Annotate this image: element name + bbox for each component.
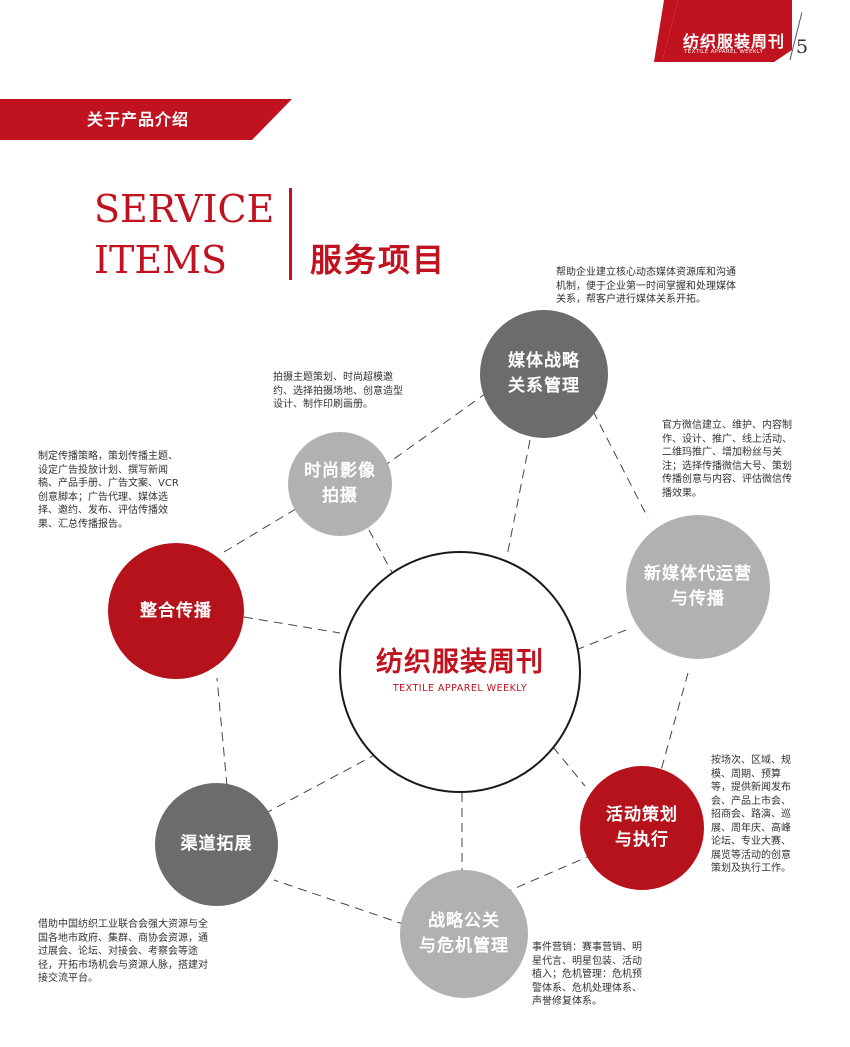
- service-description-fashion-shoot: 拍摄主题策划、时尚超模邀 约、选择拍摄场地、创意造型 设计、制作印刷画册。: [273, 372, 403, 410]
- title-cn: 服务项目: [310, 241, 447, 279]
- service-circle-channel-expansion: 渠道拓展: [155, 783, 278, 906]
- page-number: 5: [796, 36, 809, 58]
- connector-line: [592, 410, 649, 519]
- connector-line: [552, 746, 586, 787]
- connector-line: [263, 749, 385, 815]
- connector-line: [506, 439, 531, 557]
- title-en-line2: ITEMS: [94, 238, 228, 282]
- service-description-event-planning: 按场次、区域、规 模、周期、预算 等，提供新闻发布 会、产品上市会、 招商会、路…: [711, 755, 791, 874]
- service-description-media-strategy: 帮助企业建立核心动态媒体资源库和沟通 机制，便于企业第一时间掌握和处理媒体 关系…: [556, 267, 736, 305]
- section-banner-label: 关于产品介绍: [87, 110, 190, 129]
- connector-line: [503, 853, 595, 894]
- connector-line: [368, 529, 395, 577]
- connector-line: [223, 506, 300, 553]
- title-divider: [289, 188, 292, 280]
- connector-line: [369, 393, 486, 477]
- service-circle-integrated-communication: 整合传播: [108, 543, 244, 679]
- connector-line: [659, 672, 689, 775]
- section-banner: [0, 99, 292, 140]
- header-brand-title: 纺织服装周刊: [683, 32, 786, 51]
- service-description-crisis-management: 事件营销：赛事营销、明 星代言、明星包装、活动 植入；危机管理：危机预 警体系、…: [532, 942, 642, 1007]
- service-label-fashion-shoot: 时尚影像 拍摄: [304, 461, 376, 506]
- service-circle-event-planning: 活动策划 与执行: [580, 766, 704, 890]
- service-circle-new-media: 新媒体代运营 与传播: [626, 515, 770, 659]
- service-label-channel-expansion: 渠道拓展: [180, 834, 253, 855]
- service-circle-crisis-management: 战略公关 与危机管理: [400, 870, 528, 998]
- connector-line: [243, 616, 341, 634]
- center-brand-subtitle: TEXTILE APPAREL WEEKLY: [392, 683, 528, 694]
- connector-line: [216, 677, 228, 787]
- service-description-channel-expansion: 借助中国纺织工业联合会强大资源与全 国各地市政府、集群、商协会资源，通 过展会、…: [38, 919, 208, 984]
- header-brand-bar: [654, 0, 802, 62]
- service-label-integrated-communication: 整合传播: [140, 600, 212, 621]
- service-circle-media-strategy-bg: 媒体战略 关系管理: [480, 310, 608, 438]
- connector-line: [575, 629, 627, 651]
- title-en-line1: SERVICE: [94, 187, 275, 231]
- service-label-new-media: 新媒体代运营 与传播: [644, 564, 752, 609]
- service-label-crisis-management: 战略公关 与危机管理: [419, 911, 509, 956]
- center-brand-title: 纺织服装周刊: [376, 647, 544, 678]
- service-description-new-media: 官方微信建立、维护、内容制 作、设计、推广、线上活动、 二维玛推广、增加粉丝与关…: [662, 420, 792, 499]
- service-description-integrated-communication: 制定传播策略，策划传播主题、 设定广告投放计划、撰写新闻 稿、产品手册、广告文案…: [38, 451, 179, 530]
- service-circle-fashion-shoot: 时尚影像 拍摄: [288, 432, 392, 536]
- header-brand-subtitle: TEXTILE APPAREL WEEKLY: [684, 49, 764, 55]
- center-brand-circle: 纺织服装周刊 TEXTILE APPAREL WEEKLY: [339, 551, 581, 793]
- service-label-media-strategy: 媒体战略 关系管理: [508, 351, 580, 396]
- connector-line: [273, 879, 407, 926]
- service-label-event-planning: 活动策划 与执行: [606, 805, 678, 850]
